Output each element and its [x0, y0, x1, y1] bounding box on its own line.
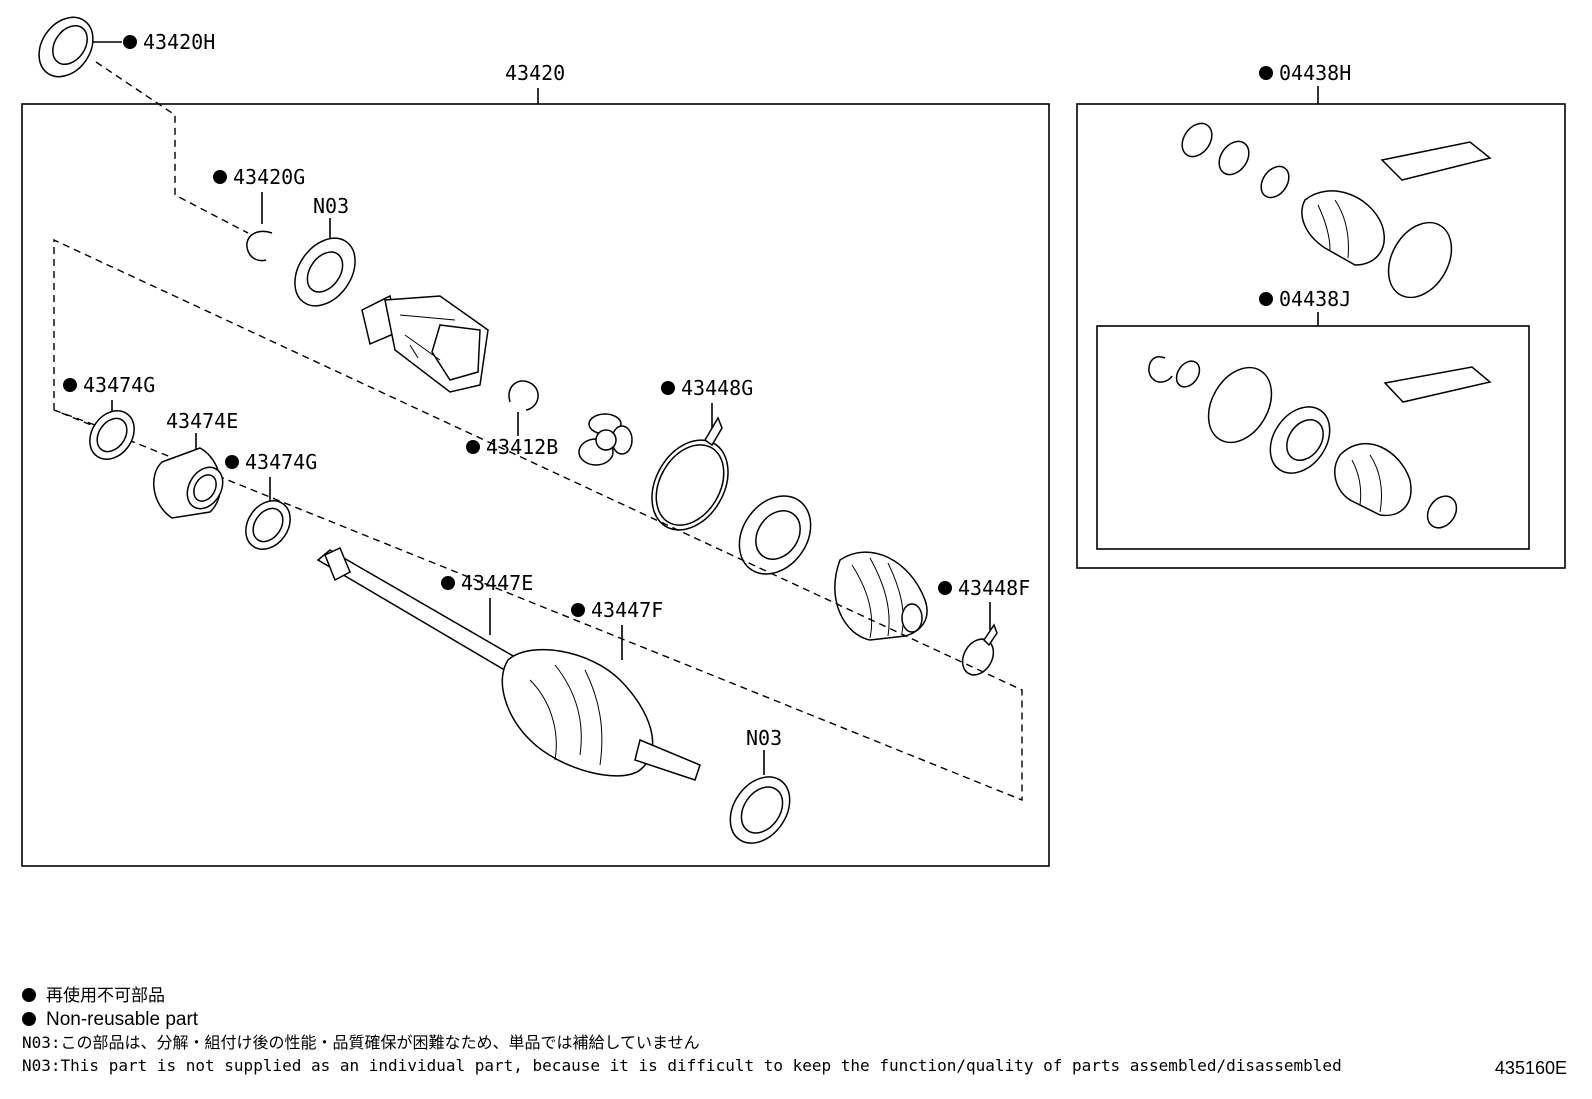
- damper-ring-drawing: [738, 495, 812, 575]
- bearing-43474E-drawing: [153, 447, 224, 519]
- nonreusable-dot-icon: [22, 988, 36, 1002]
- legend-row-en: Non-reusable part: [22, 1008, 1422, 1031]
- nonreusable-dot-icon: [22, 1012, 36, 1026]
- label-04438J: 04438J: [1279, 287, 1351, 311]
- washer-N03-bottom-drawing: [729, 776, 791, 844]
- label-43447F: 43447F: [591, 598, 663, 622]
- label-04438H: 04438H: [1279, 61, 1351, 85]
- nonreusable-dot-icon: [466, 440, 480, 454]
- label-43448F: 43448F: [958, 576, 1030, 600]
- ring-43474G-b-drawing: [245, 500, 291, 550]
- nonreusable-dot-icon: [661, 381, 675, 395]
- nonreusable-dot-icon: [213, 170, 227, 184]
- label-43420: 43420: [505, 61, 565, 85]
- clamp-43448F-drawing: [961, 623, 998, 676]
- legend-jp-text: 再使用不可部品: [46, 986, 165, 1006]
- assembly-frame-43420: [21, 103, 1050, 867]
- parts-diagram: 43420 04438H 04438J 43420H 43420G N03 43…: [21, 16, 1566, 867]
- inboard-joint-housing-drawing: [361, 294, 489, 393]
- drive-shaft-drawing: [316, 546, 701, 781]
- ring-43474G-a-drawing: [89, 410, 135, 460]
- nonreusable-dot-icon: [571, 603, 585, 617]
- nonreusable-dot-icon: [1259, 292, 1273, 306]
- label-43474G-a: 43474G: [83, 373, 155, 397]
- label-43420H: 43420H: [143, 30, 215, 54]
- label-43448G: 43448G: [681, 376, 753, 400]
- label-43474E: 43474E: [166, 409, 238, 433]
- boot-kit-frame-04438H: [1076, 103, 1566, 569]
- tripod-joint-drawing: [578, 413, 633, 466]
- nonreusable-dot-icon: [123, 35, 137, 49]
- note-jp: N03:この部品は、分解・組付け後の性能・品質確保が困難なため、単品では補給して…: [22, 1033, 700, 1052]
- diagram-code: 435160E: [1494, 1058, 1567, 1078]
- nonreusable-dot-icon: [1259, 66, 1273, 80]
- label-43447E: 43447E: [461, 571, 533, 595]
- boot-kit-04438J-drawing: [1148, 356, 1492, 529]
- legend-row-jp: 再使用不可部品: [22, 985, 1422, 1008]
- nonreusable-dot-icon: [441, 576, 455, 590]
- boot-kit-04438H-drawing: [1181, 122, 1492, 299]
- nonreusable-dot-icon: [938, 581, 952, 595]
- legend: 再使用不可部品 Non-reusable part N03:この部品は、分解・組…: [22, 985, 1422, 1077]
- label-43474G-b: 43474G: [245, 450, 317, 474]
- note-en: N03:This part is not supplied as an indi…: [22, 1056, 1342, 1075]
- clamp-43448G-drawing: [651, 416, 729, 531]
- nonreusable-dot-icon: [63, 378, 77, 392]
- label-43420G: 43420G: [233, 165, 305, 189]
- washer-N03-top-drawing: [294, 237, 356, 307]
- label-43412B: 43412B: [486, 435, 558, 459]
- seal-43420H-drawing: [38, 16, 94, 78]
- label-N03-top: N03: [313, 194, 349, 218]
- boot-kit-frame-04438J: [1096, 325, 1530, 550]
- legend-en-text: Non-reusable part: [46, 1009, 199, 1030]
- boot-drawing: [834, 551, 928, 641]
- nonreusable-dot-icon: [225, 455, 239, 469]
- label-N03-bottom: N03: [746, 726, 782, 750]
